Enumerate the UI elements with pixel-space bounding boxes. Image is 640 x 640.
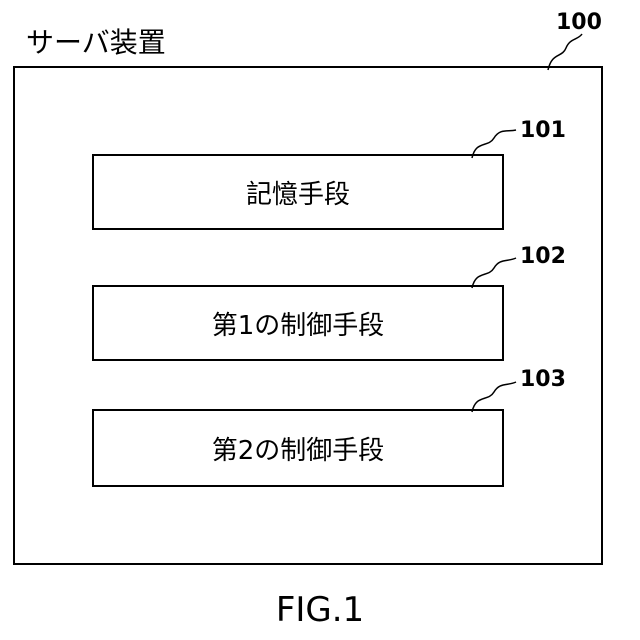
- first-control-unit-ref-number: 102: [520, 244, 566, 270]
- second-control-unit-ref-number: 103: [520, 367, 566, 393]
- first-control-unit-label: 第1の制御手段: [212, 305, 385, 342]
- second-control-unit-box: 第2の制御手段: [92, 409, 504, 487]
- storage-unit-box: 記憶手段: [92, 154, 504, 230]
- server-device-label: サーバ装置: [26, 26, 166, 60]
- figure-caption: FIG.1: [0, 590, 640, 630]
- server-leader-line: [548, 34, 582, 70]
- second-control-unit-label: 第2の制御手段: [212, 430, 385, 467]
- server-ref-number: 100: [556, 10, 602, 36]
- first-control-unit-box: 第1の制御手段: [92, 285, 504, 361]
- storage-unit-ref-number: 101: [520, 118, 566, 144]
- storage-unit-label: 記憶手段: [246, 174, 350, 211]
